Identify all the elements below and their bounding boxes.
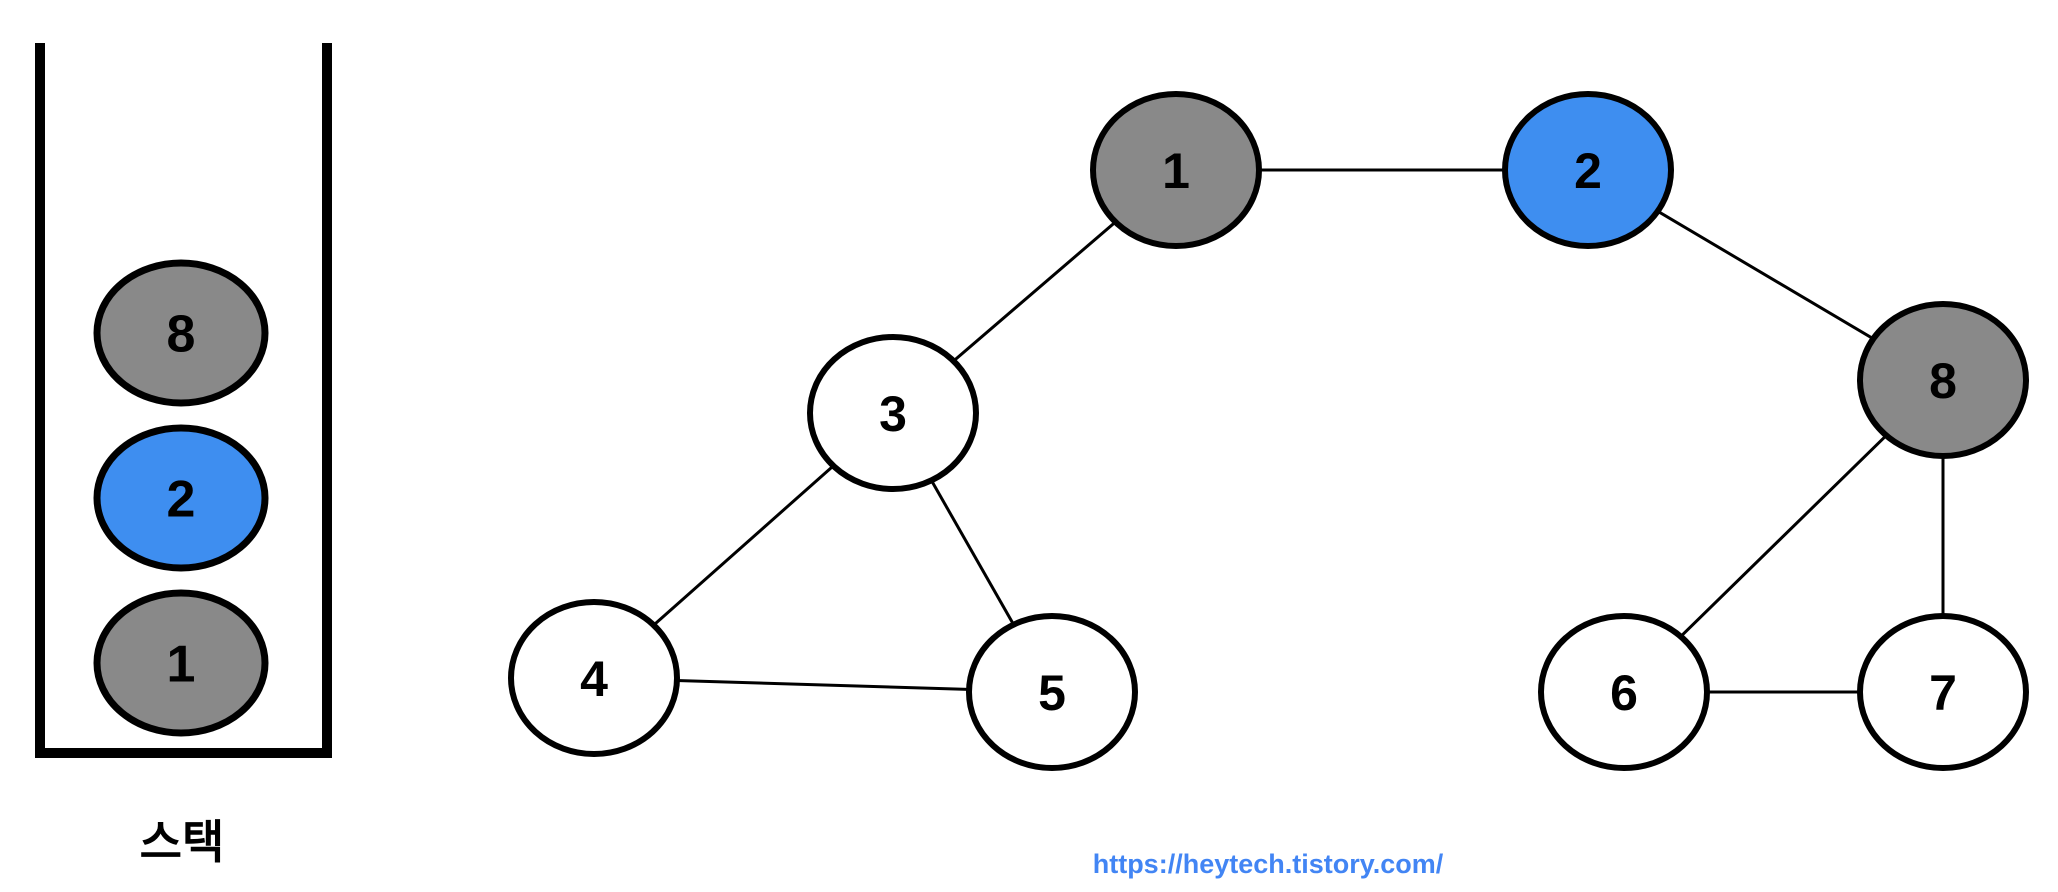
graph-node-label-7: 7 [1929,665,1957,721]
stack-container [35,43,332,758]
graph-node-2 [1502,91,1674,249]
graph-nodes: 1 2 3 4 5 6 7 8 [508,91,2029,771]
graph-node-5 [966,613,1138,771]
stack-item-ellipse-1 [93,589,269,737]
stack-item-ellipse-2 [93,424,269,572]
stack-right-wall [322,43,332,758]
stack-item-value-1: 1 [167,636,196,694]
graph-node-1 [1090,91,1262,249]
graph-node-label-6: 6 [1610,665,1638,721]
graph-node-8 [1857,301,2029,459]
graph-node-6 [1538,613,1710,771]
stack-items: 8 2 1 [93,259,269,737]
stack-bottom-wall [35,748,332,758]
graph-node-label-2: 2 [1574,143,1602,199]
stack-left-wall [35,43,45,758]
graph-node-7 [1857,613,2029,771]
stack-label: 스택 [139,816,225,868]
graph-node-label-3: 3 [879,386,907,442]
stack-item-ellipse-8 [93,259,269,407]
graph-node-4 [508,599,680,757]
graph-node-label-8: 8 [1929,353,1957,409]
graph-node-label-4: 4 [580,651,608,707]
footer-url-link[interactable]: https://heytech.tistory.com/ [1092,849,1444,879]
stack-item-value-2: 2 [167,471,196,529]
graph-node-label-1: 1 [1162,143,1190,199]
graph-edges [593,168,1945,694]
graph-node-3 [807,334,979,492]
stack-item-value-8: 8 [167,306,196,364]
graph-node-label-5: 5 [1038,665,1066,721]
